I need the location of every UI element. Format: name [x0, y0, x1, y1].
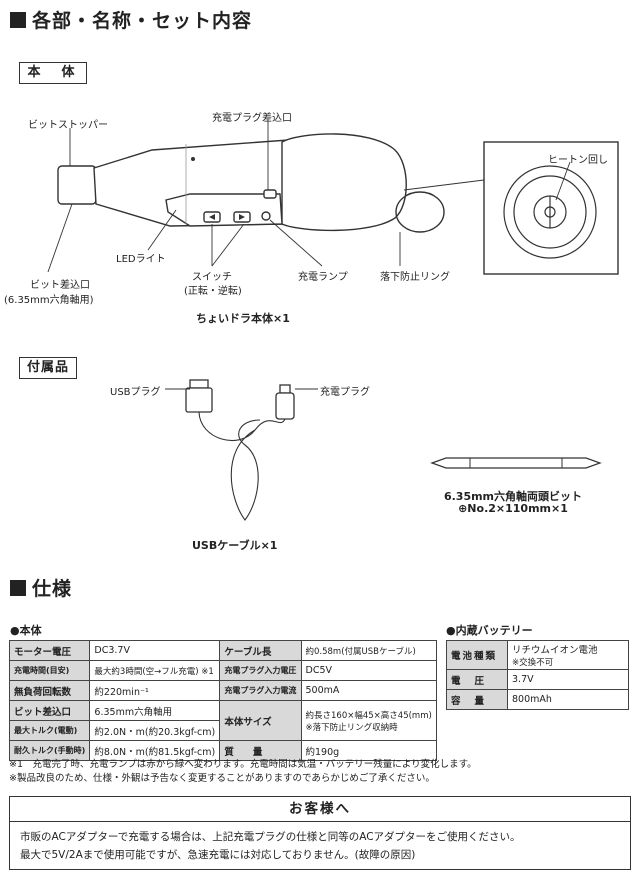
spec-table: モーター電圧 DC3.7V ケーブル長 約0.58m(付属USBケーブル) 充電… [8, 640, 437, 761]
spec-value: 約長さ160×幅45×高さ45(mm)※落下防止リング収納時 [300, 700, 437, 741]
label-bit-port: ビット差込口 [30, 280, 90, 291]
battery-table: 電池種類 リチウムイオン電池 ※交換不可 電圧 3.7V 容量 800mAh [446, 640, 629, 710]
spec-value: 最大約3時間(空→フル充電) ※1 [89, 660, 221, 681]
spec-value: 約220min⁻¹ [89, 680, 221, 701]
spec-value: 6.35mm六角軸用 [89, 700, 221, 721]
square-bullet-icon [10, 580, 26, 596]
product-illustration [47, 121, 619, 521]
spec-value: 約190g [300, 740, 437, 761]
spec-key: ケーブル長 [219, 640, 302, 661]
label-charge-lamp: 充電ランプ [298, 272, 348, 283]
note-2: ※製品改良のため、仕様・外観は予告なく変更することがありますのであらかじめご了承… [9, 773, 435, 784]
table-row: 無負荷回転数 約220min⁻¹ 充電プラグ入力電流 500mA [8, 680, 437, 701]
bit-caption-1: 6.35mm六角軸両頭ビット [443, 490, 583, 503]
spec-key: モーター電圧 [8, 640, 91, 661]
label-hinton-rotation: ヒートン回し [548, 155, 608, 166]
spec-value: 約2.0N・m(約20.3kgf-cm) [89, 720, 221, 741]
note-1: ※1 充電完了時、充電ランプは赤から緑へ変わります。充電時間は気温・バッテリー残… [9, 759, 477, 770]
label-bit-port-sub: (6.35mm六角軸用) [4, 295, 94, 306]
bit-caption-2: ⊕No.2×110mm×1 [458, 502, 568, 515]
usb-plug-shape [189, 379, 209, 389]
size-value: 約長さ160×幅45×高さ45(mm) [305, 710, 432, 721]
body-label: 本 体 [19, 62, 87, 84]
spec-key: 無負荷回転数 [8, 680, 91, 701]
battery-value: リチウムイオン電池 ※交換不可 [507, 640, 629, 670]
customer-notice-line-2: 最大で5V/2Aまで使用可能ですが、急速充電には対応しておりません。(故障の原因… [20, 849, 416, 861]
table-row: モーター電圧 DC3.7V ケーブル長 約0.58m(付属USBケーブル) [8, 640, 437, 661]
battery-key: 電圧 [446, 669, 508, 690]
spec-value: DC3.7V [89, 640, 221, 661]
spec-value: 約0.58m(付属USBケーブル) [300, 640, 437, 661]
charge-plug-shape [275, 392, 295, 420]
charge-lamp-dot [261, 211, 271, 221]
battery-value: 3.7V [507, 669, 629, 690]
size-note: ※落下防止リング収納時 [305, 722, 398, 733]
battery-type-note: ※交換不可 [512, 658, 554, 668]
drop-ring-shape [395, 191, 445, 233]
label-drop-ring: 落下防止リング [380, 272, 450, 283]
spec-key: 充電プラグ入力電流 [219, 680, 302, 701]
bit-stopper-shape [57, 165, 97, 205]
section-heading-parts: 各部・名称・セット内容 [10, 6, 252, 33]
customer-notice-line-1: 市販のACアダプターで充電する場合は、上記充電プラグの仕様と同等のACアダプター… [20, 831, 521, 843]
double-bit-shape [430, 457, 602, 469]
spec-key: 耐久トルク(手動時) [8, 740, 91, 761]
battery-key: 容量 [446, 689, 508, 710]
label-led-light: LEDライト [116, 254, 166, 265]
table-row: 耐久トルク(手動時) 約8.0N・m(約81.5kgf-cm) 質 量 約190… [8, 740, 437, 761]
spec-value: 500mA [300, 680, 437, 701]
spec-key: 本体サイズ [219, 700, 302, 741]
customer-notice-box: お客様へ 市販のACアダプターで充電する場合は、上記充電プラグの仕様と同等のAC… [9, 796, 631, 870]
label-switch-sub: (正転・逆転) [184, 286, 242, 297]
table-row: 容量 800mAh [446, 689, 629, 710]
table-row: 電池種類 リチウムイオン電池 ※交換不可 [446, 640, 629, 670]
switch-panel [165, 193, 283, 227]
spec-key: 充電時間(目安) [8, 660, 91, 681]
charge-port [263, 189, 277, 199]
body-caption: ちょいドラ本体×1 [196, 312, 290, 325]
battery-value: 800mAh [507, 689, 629, 710]
table-row: ビット差込口 6.35mm六角軸用 本体サイズ 約長さ160×幅45×高さ45(… [8, 700, 437, 741]
section-title: 各部・名称・セット内容 [32, 10, 253, 32]
table-row: 充電時間(目安) 最大約3時間(空→フル充電) ※1 充電プラグ入力電圧 DC5… [8, 660, 437, 681]
label-charge-plug-port: 充電プラグ差込口 [212, 113, 292, 124]
battery-key: 電池種類 [446, 640, 508, 670]
table-row: 最大トルク(電動) 約2.0N・m(約20.3kgf-cm) [8, 720, 437, 741]
spec-key: 質 量 [219, 740, 302, 761]
spec-key: 充電プラグ入力電圧 [219, 660, 302, 681]
label-charge-plug: 充電プラグ [320, 387, 370, 398]
section-title: 仕様 [32, 578, 73, 600]
spec-heading: ●本体 [10, 624, 42, 637]
label-usb-plug: USBプラグ [110, 387, 161, 398]
label-bit-stopper: ビットストッパー [28, 120, 108, 131]
accessories-label: 付属品 [19, 357, 77, 379]
spec-key: ビット差込口 [8, 700, 91, 721]
battery-type: リチウムイオン電池 [512, 645, 598, 656]
driver-grip [281, 133, 407, 232]
usb-cable-caption: USBケーブル×1 [192, 539, 278, 552]
square-bullet-icon [10, 12, 26, 28]
spec-value: DC5V [300, 660, 437, 681]
spec-key: 最大トルク(電動) [8, 720, 91, 741]
table-row: 電圧 3.7V [446, 669, 629, 690]
battery-heading: ●内蔵バッテリー [446, 624, 533, 637]
label-switch: スイッチ [192, 272, 232, 283]
section-heading-spec: 仕様 [10, 574, 72, 601]
customer-notice-title: お客様へ [10, 797, 630, 822]
